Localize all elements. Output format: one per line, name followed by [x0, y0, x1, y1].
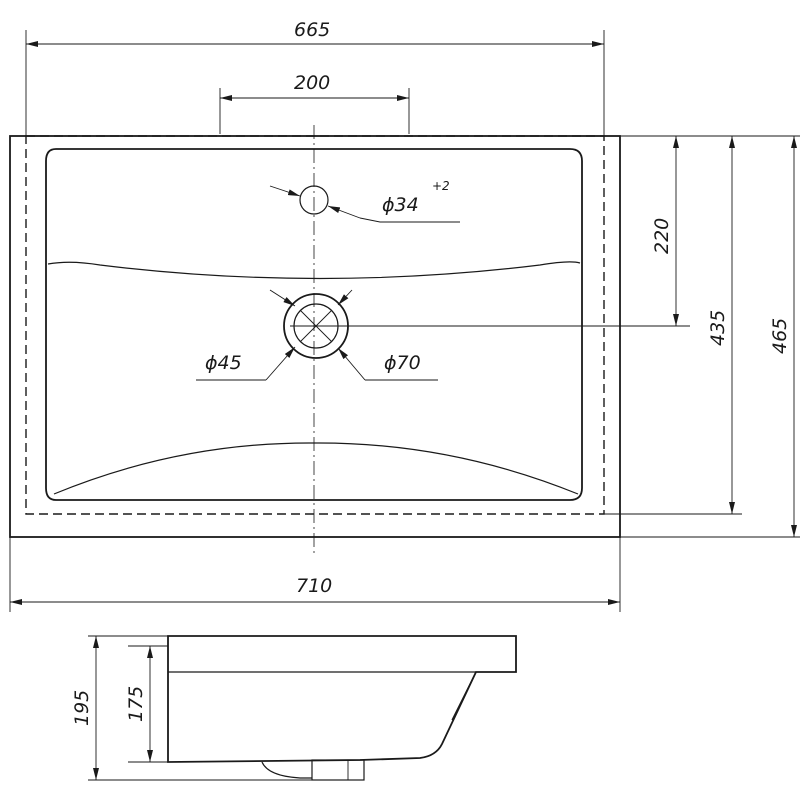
basin-outline	[45, 148, 583, 501]
side-view: 195 175	[71, 635, 517, 781]
side-profile	[167, 635, 517, 763]
drain-outer-label: ϕ70	[384, 352, 421, 374]
tap-hole-label: ϕ34	[382, 194, 419, 216]
dim-465-label: 465	[769, 318, 791, 354]
dim-195-label: 195	[71, 690, 93, 726]
side-drain-curve	[261, 761, 312, 779]
dim-665-label: 665	[294, 19, 330, 41]
tap-hole-leader	[359, 217, 460, 223]
dim-435-label: 435	[707, 310, 729, 346]
drain-inner-label: ϕ45	[205, 352, 242, 374]
drain-leader-top-left	[269, 289, 296, 307]
side-bowl-line	[451, 671, 477, 721]
right-dimensions: 220 435 465	[546, 135, 800, 538]
drain-leader-top-right	[337, 289, 353, 306]
drain-leader-bottom-right	[337, 347, 366, 381]
top-dimensions: 665 200	[25, 19, 605, 136]
dim-200-label: 200	[294, 72, 330, 94]
side-drain-pipe	[311, 759, 365, 781]
dim-175-label: 175	[125, 686, 147, 722]
basin-upper-curve	[47, 261, 581, 280]
drain-leader-bottom-left	[265, 346, 296, 381]
tap-hole	[299, 185, 329, 215]
sink-mounting-outline	[25, 135, 605, 515]
tap-hole-leader-right	[327, 205, 361, 219]
top-view: ϕ34 +2 ϕ45 ϕ70	[9, 125, 690, 555]
width-dimension: 710	[9, 537, 621, 612]
tap-hole-tolerance: +2	[432, 179, 450, 193]
dim-220-label: 220	[651, 218, 673, 254]
basin-lower-curve	[53, 442, 579, 495]
dim-710-label: 710	[296, 575, 332, 597]
tap-hole-leader-left	[269, 185, 301, 197]
